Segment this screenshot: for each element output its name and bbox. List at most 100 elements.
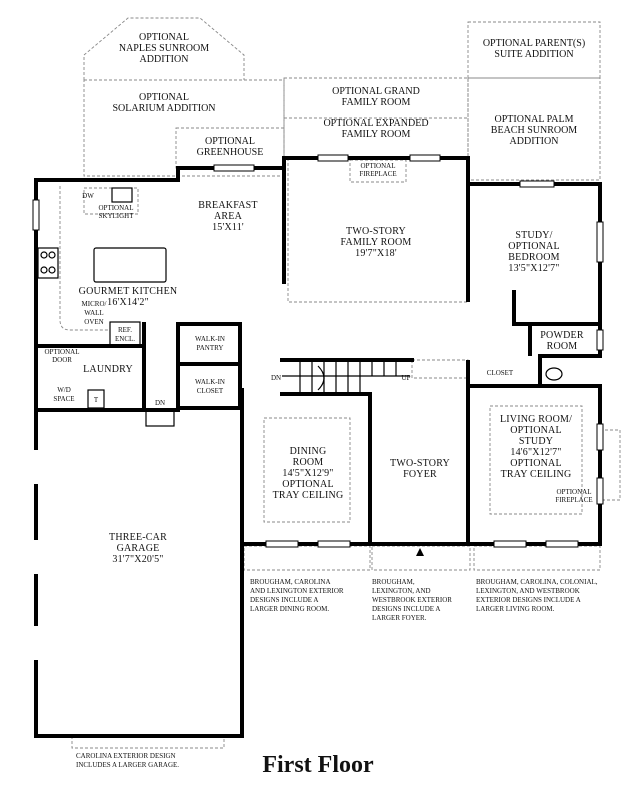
garage-step (145, 409, 175, 427)
naples-sunroom-label: ADDITION (140, 54, 189, 65)
palm-beach-label: ADDITION (510, 136, 559, 147)
powder-room-label: ROOM (547, 341, 578, 352)
optional-door-label: OPTIONAL (45, 348, 80, 356)
range (37, 247, 59, 279)
skylight-label: OPTIONAL (99, 204, 134, 212)
parents-suite-label: SUITE ADDITION (494, 49, 573, 60)
powder-toilet (545, 367, 563, 381)
family-fireplace-label: OPTIONAL (361, 162, 396, 170)
ref-enclosure-label: ENCL. (115, 335, 135, 343)
foyer-extension-outline (371, 545, 471, 571)
living-fireplace-label: FIREPLACE (555, 496, 592, 504)
naples-sunroom-label: NAPLES SUNROOM (119, 43, 209, 54)
closet-label: CLOSET (487, 369, 514, 377)
garage-label: GARAGE (117, 543, 160, 554)
dining-room-label: OPTIONAL (282, 479, 334, 490)
dining-room-label: ROOM (293, 457, 324, 468)
family-fireplace-label: FIREPLACE (359, 170, 396, 178)
garage-label: 31'7"X20'5" (112, 554, 163, 565)
palm-beach-outline (467, 77, 601, 181)
greenhouse-label: GREENHOUSE (197, 147, 264, 158)
living-fireplace-label: OPTIONAL (557, 488, 592, 496)
study-label: OPTIONAL (508, 241, 560, 252)
grand-family-label: FAMILY ROOM (342, 97, 411, 108)
garage-note: CAROLINA EXTERIOR DESIGN (76, 752, 176, 760)
stair-dn-label: DN (271, 374, 281, 382)
dining-room-label: 14'5"X12'9" (282, 468, 333, 479)
wall-study (512, 290, 602, 326)
living-note: LEXINGTON, AND WESTBROOK (476, 587, 580, 595)
foyer-label: TWO-STORY (390, 458, 450, 469)
dining-tray-outline (263, 417, 351, 523)
skylight-outline (83, 187, 139, 215)
living-room-label: STUDY (519, 436, 553, 447)
dishwasher-label: DW (82, 192, 94, 200)
ref-enclosure-label: REF. (118, 326, 132, 334)
wall-laundry (34, 344, 146, 412)
burner (40, 251, 48, 259)
naples-sunroom-label: OPTIONAL (139, 32, 189, 43)
wall-kitchen-north (34, 166, 286, 348)
upper-stair-outline (411, 359, 469, 379)
living-fireplace-outline (600, 429, 621, 501)
foyer-note: LEXINGTON, AND (372, 587, 431, 595)
wd-space-label: SPACE (53, 395, 74, 403)
garage-door-gaps (32, 450, 40, 660)
entry-arrow-icon (416, 548, 424, 556)
breakfast-label: 15'X11' (212, 222, 244, 233)
dining-extension-outline (243, 545, 371, 571)
living-extension-outline (473, 545, 601, 571)
greenhouse-label: OPTIONAL (205, 136, 255, 147)
windows (32, 154, 604, 548)
palm-beach-label: BEACH SUNROOM (491, 125, 578, 136)
garage-note: INCLUDES A LARGER GARAGE. (76, 761, 179, 769)
living-note: BROUGHAM, CAROLINA, COLONIAL, (476, 578, 598, 586)
wd-space-label: W/D (57, 386, 71, 394)
breakfast-label: AREA (214, 211, 243, 222)
foyer-note: LARGER FOYER. (372, 614, 427, 622)
walkin-closet-label: CLOSET (197, 387, 224, 395)
palm-beach-label: OPTIONAL PALM (495, 114, 574, 125)
powder-room-label: POWDER (540, 330, 584, 341)
kitchen-label: 16'X14'2" (107, 297, 149, 308)
burner (40, 266, 48, 274)
expanded-family-label: FAMILY ROOM (342, 129, 411, 140)
optional-door-label: DOOR (52, 356, 72, 364)
living-tray-outline (489, 405, 583, 515)
wall-garage (34, 408, 244, 738)
living-room-label: TRAY CEILING (501, 469, 572, 480)
dining-note: AND LEXINGTON EXTERIOR (250, 587, 344, 595)
burner (48, 251, 56, 259)
living-room-label: 14'6"X12'7" (510, 447, 561, 458)
stair-up-label: UP (402, 374, 411, 382)
parents-suite-outline (467, 21, 601, 79)
study-label: 13'5"X12'7" (508, 263, 559, 274)
walkin-closet-label: WALK-IN (195, 378, 225, 386)
pantry-label: WALK-IN (195, 335, 225, 343)
page-title: First Floor (262, 752, 374, 778)
foyer-note: WESTBROOK EXTERIOR (372, 596, 452, 604)
foyer-note: DESIGNS INCLUDE A (372, 605, 440, 613)
parents-suite-label: OPTIONAL PARENT(S) (483, 38, 585, 49)
t-label: T (94, 396, 99, 404)
garage-label: THREE-CAR (109, 532, 167, 543)
sink (111, 187, 133, 203)
micro-oven-label: WALL (84, 309, 103, 317)
burner (48, 266, 56, 274)
family-room-label: TWO-STORY (346, 226, 406, 237)
living-room-label: LIVING ROOM/ (500, 414, 572, 425)
stair-break (317, 365, 325, 391)
micro-oven-label: MICRO/ (82, 300, 107, 308)
living-note: LARGER LIVING ROOM. (476, 605, 555, 613)
skylight-label: SKYLIGHT (99, 212, 135, 220)
study-label: BEDROOM (508, 252, 559, 263)
counter-line (59, 186, 110, 331)
expanded-family-label: OPTIONAL EXPANDED (323, 118, 428, 129)
study-label: STUDY/ (515, 230, 552, 241)
pantry-label: PANTRY (197, 344, 224, 352)
breakfast-label: BREAKFAST (198, 200, 257, 211)
laundry-label: LAUNDRY (83, 364, 133, 375)
living-room-label: OPTIONAL (510, 458, 562, 469)
